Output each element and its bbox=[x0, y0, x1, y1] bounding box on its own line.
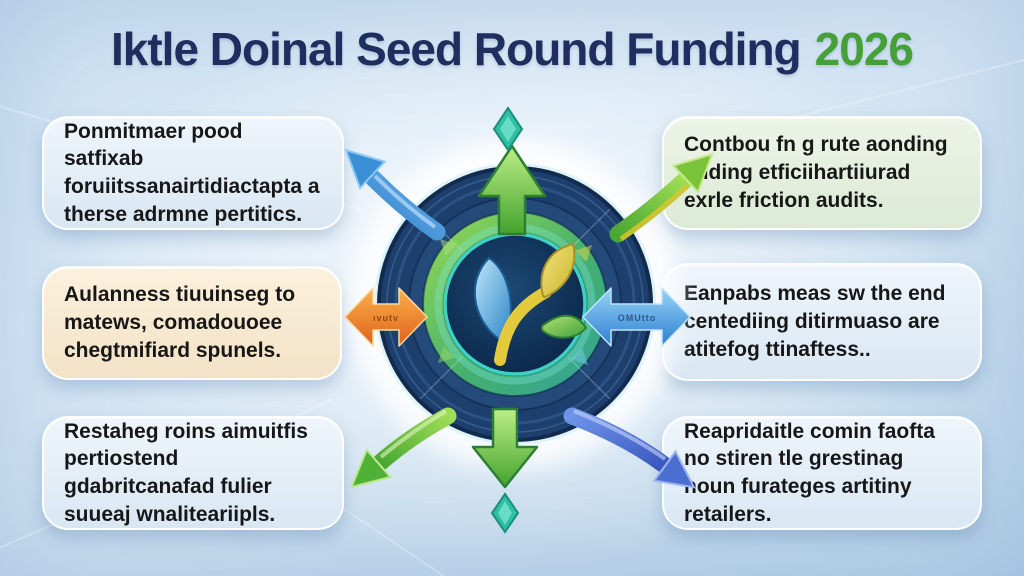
title-text: Iktle Doinal Seed Round Funding bbox=[110, 23, 802, 75]
seedling-stem bbox=[494, 286, 552, 366]
curved-arrow-bottom-left-icon bbox=[349, 407, 457, 489]
seedling-icon bbox=[473, 242, 588, 366]
curved-arrow-top-right-icon bbox=[609, 152, 714, 243]
info-card-text: Contbou fn g rute aonding snding etficii… bbox=[684, 133, 948, 212]
right-arrow-label: OMUtto bbox=[618, 313, 657, 323]
up-arrow-icon bbox=[477, 144, 547, 236]
down-arrow-icon bbox=[471, 407, 539, 489]
curved-arrow-bottom-right-icon bbox=[563, 407, 696, 489]
info-card-text: Ponmitmaer pood satfixab foruiitssanairt… bbox=[64, 119, 320, 226]
page-title: Iktle Doinal Seed Round Funding 2026 bbox=[0, 16, 1024, 82]
info-card-mid-left: Aulanness tiuuinseg to matews, comadouoe… bbox=[42, 266, 342, 380]
info-card-top-right: Contbou fn g rute aonding snding etficii… bbox=[662, 116, 982, 230]
info-card-mid-right: Eanpabs meas sw the end centediing ditir… bbox=[662, 263, 982, 381]
info-card-top-left: Ponmitmaer pood satfixab foruiitssanairt… bbox=[42, 116, 344, 230]
left-double-arrow-icon: ıvutv bbox=[344, 287, 428, 347]
info-card-text: Reapridaitle comin faofta no stiren tle … bbox=[684, 419, 935, 526]
seedling-green-leaf bbox=[541, 314, 588, 339]
curved-arrow-top-left-icon bbox=[344, 148, 446, 241]
info-card-text: Aulanness tiuuinseg to matews, comadouoe… bbox=[64, 283, 296, 362]
left-arrow-label: ıvutv bbox=[373, 313, 399, 323]
info-card-text: Eanpabs meas sw the end centediing ditir… bbox=[684, 282, 946, 361]
info-card-bottom-left: Restaheg roins aimuitfis pertiostend gda… bbox=[42, 416, 344, 530]
seedling-yellow-leaf bbox=[540, 242, 576, 299]
diamond-bottom-icon bbox=[490, 492, 520, 534]
right-double-arrow-icon: OMUtto bbox=[582, 287, 691, 347]
seed-hub-diagram: ıvutv OMUtto bbox=[344, 106, 714, 534]
diamond-top-icon bbox=[492, 106, 524, 152]
title-year: 2026 bbox=[814, 23, 914, 75]
info-card-text: Restaheg roins aimuitfis pertiostend gda… bbox=[64, 419, 308, 526]
